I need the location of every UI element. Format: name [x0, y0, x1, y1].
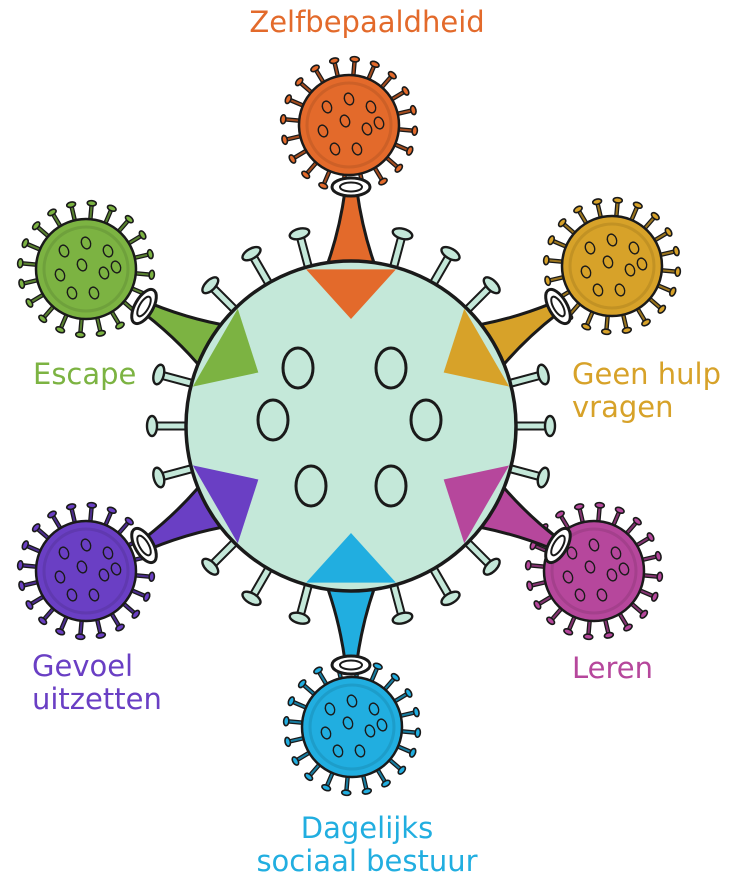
spike-head [595, 502, 604, 508]
spike-head [18, 581, 25, 591]
center-spot [376, 466, 406, 506]
spike-head [592, 198, 602, 205]
label-line: Dagelijks [217, 812, 517, 845]
thin-spike-head [289, 611, 311, 626]
small-virus-leren [525, 502, 662, 639]
label-line: Geen hulp [572, 358, 721, 391]
spike-head [329, 57, 339, 64]
spike-head [66, 503, 76, 510]
spike-head [413, 707, 420, 717]
label-line: Zelfbepaaldheid [217, 6, 517, 39]
label-line: Gevoel [32, 650, 162, 683]
label-line: sociaal bestuur [217, 845, 517, 878]
spike-head [283, 717, 289, 726]
spike-head [410, 105, 417, 115]
center-virus [127, 178, 576, 674]
spike-head [17, 259, 23, 268]
spike-head [657, 572, 663, 581]
spike-head [280, 115, 286, 124]
label-gevoel-uitzetten: Gevoel uitzetten [32, 650, 162, 716]
spike-head [342, 790, 351, 796]
thin-spike-head [545, 416, 555, 436]
spike-head [543, 256, 549, 265]
spike-head [18, 279, 25, 289]
spike-head [415, 728, 421, 737]
thin-spike-head [147, 416, 157, 436]
spike-head [76, 332, 85, 338]
spike-head [281, 135, 288, 145]
spike-head [602, 329, 611, 335]
center-spot [283, 348, 313, 388]
label-leren: Leren [572, 652, 653, 685]
label-line: Escape [33, 358, 136, 391]
label-zelfbepaaldheid: Zelfbepaaldheid [217, 6, 517, 39]
spike-head [87, 502, 96, 508]
center-spot [376, 348, 406, 388]
thin-spike-head [536, 364, 551, 386]
center-spot [258, 400, 288, 440]
thin-spike-head [151, 467, 166, 489]
spike-head [673, 246, 680, 256]
small-virus-zelfbepaaldheid [280, 56, 417, 193]
spike-head [526, 581, 533, 591]
label-line: Leren [572, 652, 653, 685]
spike-head [96, 632, 106, 639]
spike-head [96, 330, 106, 337]
spike-head [613, 197, 622, 203]
thin-spike-head [392, 226, 414, 241]
spike-head [147, 249, 154, 259]
spike-head [149, 270, 155, 279]
label-escape: Escape [33, 358, 136, 391]
spike-head [655, 551, 662, 561]
big-spike-head [332, 656, 370, 674]
thin-spike-head [151, 364, 166, 386]
label-geen-hulp-vragen: Geen hulp vragen [572, 358, 721, 424]
thin-spike-head [536, 467, 551, 489]
spike-head [362, 788, 372, 795]
spike-head [76, 634, 85, 640]
spike-head [584, 634, 593, 640]
label-line: vragen [572, 391, 721, 424]
spike-head [149, 572, 155, 581]
label-dagelijks-sociaal-bestuur: Dagelijks sociaal bestuur [217, 812, 517, 878]
big-spike-head [332, 178, 370, 196]
spike-head [604, 632, 614, 639]
center-spot [296, 466, 326, 506]
spike-head [87, 200, 96, 206]
spike-head [622, 327, 632, 334]
small-virus-gevoel-uitzetten [17, 502, 154, 639]
spike-head [412, 126, 418, 135]
spike-head [66, 201, 76, 208]
spike-head [525, 561, 531, 570]
small-virus-dagelijks-sociaal-bestuur [283, 658, 420, 795]
spike-head [17, 561, 23, 570]
label-line: uitzetten [32, 683, 162, 716]
thin-spike-head [289, 226, 311, 241]
spike-head [350, 56, 359, 62]
spike-head [544, 276, 551, 286]
spike-head [675, 267, 681, 276]
thin-spike-head [392, 611, 414, 626]
spike-head [284, 737, 291, 747]
center-spot [411, 400, 441, 440]
spike-head [574, 503, 584, 510]
